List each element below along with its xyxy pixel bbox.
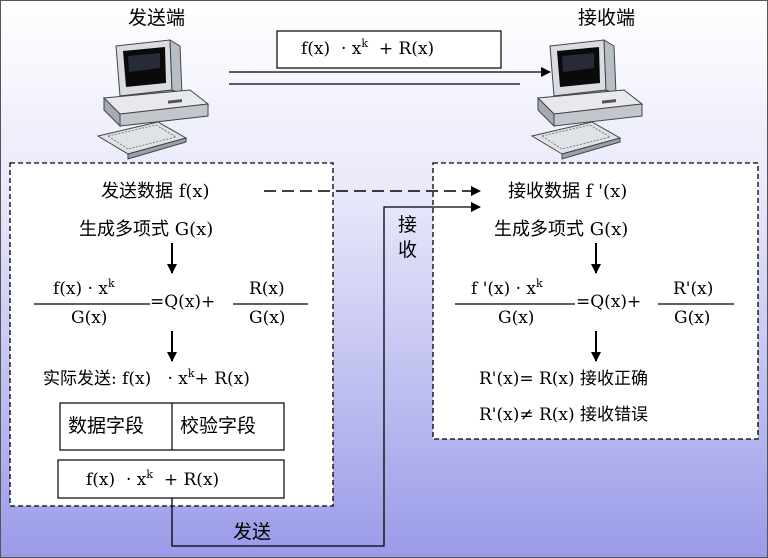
send-label: 发送	[233, 521, 272, 543]
receiver-error: R'(x)≠ R(x) 接收错误	[479, 405, 649, 425]
channel-formula: f(x) · xk + R(x)	[301, 37, 435, 59]
receiver-gen-poly: 生成多项式 G(x)	[494, 219, 629, 240]
receiver-frac-denominator: G(x)	[498, 308, 535, 328]
field-check: 校验字段	[180, 415, 257, 437]
sender-frac-denominator: G(x)	[71, 308, 108, 328]
receiver-frac-equals: =Q(x)+	[576, 292, 642, 312]
sender-actual-send: 实际发送: f(x) · xk+ R(x)	[43, 367, 250, 389]
sender-data-label: 发送数据 f(x)	[101, 181, 210, 202]
receiver-data-label: 接收数据 f '(x)	[508, 181, 628, 202]
receiver-correct: R'(x)= R(x) 接收正确	[479, 369, 649, 389]
sender-frame: f(x) · xk + R(x)	[86, 468, 220, 490]
receiver-remainder-denominator: G(x)	[674, 308, 711, 328]
field-data: 数据字段	[68, 415, 145, 437]
sender-frac-numerator: f(x) · xk	[53, 277, 115, 299]
receiver-title: 接收端	[578, 7, 636, 29]
sender-gen-poly: 生成多项式 G(x)	[79, 219, 214, 240]
receiver-frac-numerator: f '(x) · xk	[471, 277, 543, 299]
receiver-remainder-numerator: R'(x)	[673, 279, 714, 299]
sender-frac-equals: =Q(x)+	[150, 292, 216, 312]
sender-title: 发送端	[128, 7, 186, 29]
receive-label: 接收	[398, 214, 418, 261]
sender-remainder-denominator: G(x)	[249, 308, 286, 328]
sender-remainder-numerator: R(x)	[249, 279, 285, 299]
